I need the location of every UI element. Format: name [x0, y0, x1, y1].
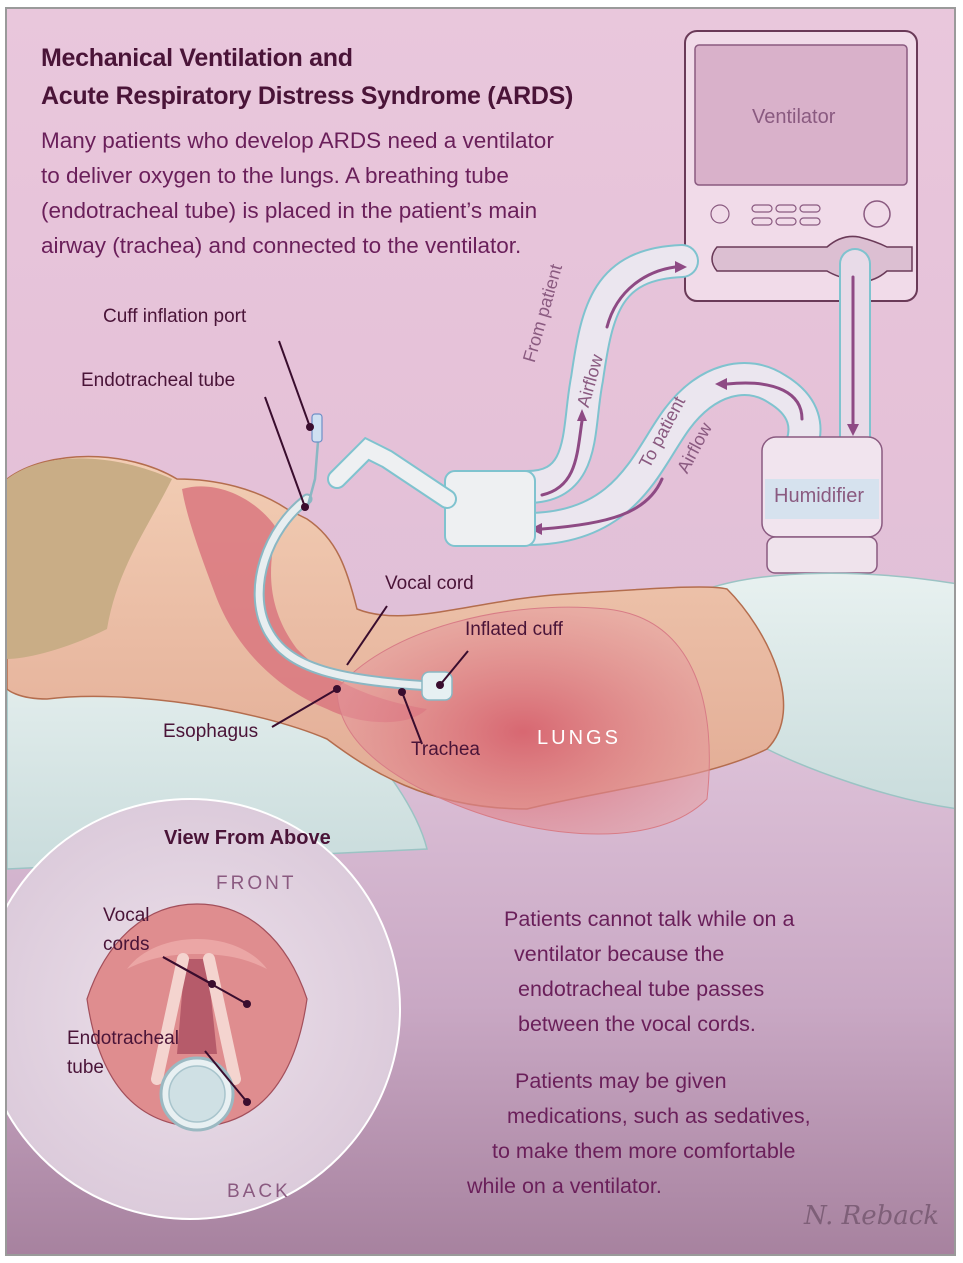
y-connector: [444, 470, 536, 547]
humidifier-device: [761, 436, 883, 574]
note-line: Patients may be given: [515, 1069, 727, 1093]
esophagus-label: Esophagus: [163, 721, 259, 742]
label-line: Endotracheal: [67, 1028, 179, 1049]
vocal-cord-label: Vocal cord: [385, 573, 474, 594]
intro-paragraph: Many patients who develop ARDS need a ve…: [41, 123, 554, 263]
airway: [182, 486, 427, 723]
note-line: medications, such as sedatives,: [507, 1104, 811, 1128]
note-line: Patients cannot talk while on a: [504, 907, 795, 931]
note-line: while on a ventilator.: [467, 1174, 662, 1198]
note-line: between the vocal cords.: [518, 1012, 756, 1036]
ventilator-device: [684, 30, 918, 302]
note-sedatives: Patients may be given medications, such …: [467, 1064, 811, 1204]
endotracheal-tube-label: Endotracheal tube: [81, 370, 236, 391]
note-line: ventilator because the: [514, 942, 725, 966]
infographic-frame: Mechanical Ventilation and Acute Respira…: [5, 7, 956, 1256]
inflated-cuff-label: Inflated cuff: [465, 619, 563, 640]
intro-line: to deliver oxygen to the lungs. A breath…: [41, 163, 509, 188]
intro-line: airway (trachea) and connected to the ve…: [41, 233, 522, 258]
lungs-label: LUNGS: [537, 727, 621, 749]
title-line-1: Mechanical Ventilation and: [41, 44, 353, 72]
view-from-above-inset: [7, 798, 401, 1220]
humidifier-label: Humidifier: [774, 485, 865, 507]
inset-front-label: FRONT: [216, 873, 297, 894]
intro-line: (endotracheal tube) is placed in the pat…: [41, 198, 538, 223]
ventilator-tubing: [510, 244, 871, 546]
inset-title: View From Above: [164, 827, 331, 849]
label-line: cords: [103, 934, 150, 955]
inset-endotracheal-tube-label: Endotracheal tube: [67, 1024, 179, 1082]
patient-hair: [7, 458, 172, 659]
note-line: endotracheal tube passes: [518, 977, 765, 1001]
label-line: Vocal: [103, 905, 150, 926]
endotracheal-tube: [255, 495, 451, 691]
note-cannot-talk: Patients cannot talk while on a ventilat…: [504, 902, 794, 1042]
bed-sheet: [706, 572, 954, 810]
inset-vocal-cords-label: Vocal cords: [103, 901, 149, 959]
trachea-label: Trachea: [411, 739, 480, 760]
artist-signature: N. Reback: [804, 1201, 940, 1231]
title-line-2: Acute Respiratory Distress Syndrome (ARD…: [41, 82, 573, 110]
inset-back-label: BACK: [227, 1181, 291, 1202]
page-title: Mechanical Ventilation and Acute Respira…: [41, 39, 573, 115]
lungs: [336, 606, 710, 835]
illustration: [7, 30, 954, 1220]
label-line: tube: [67, 1057, 104, 1078]
ventilator-label: Ventilator: [752, 106, 836, 128]
cuff-inflation-port-label: Cuff inflation port: [103, 306, 247, 327]
note-line: to make them more comfortable: [492, 1139, 796, 1163]
intro-line: Many patients who develop ARDS need a ve…: [41, 128, 554, 153]
